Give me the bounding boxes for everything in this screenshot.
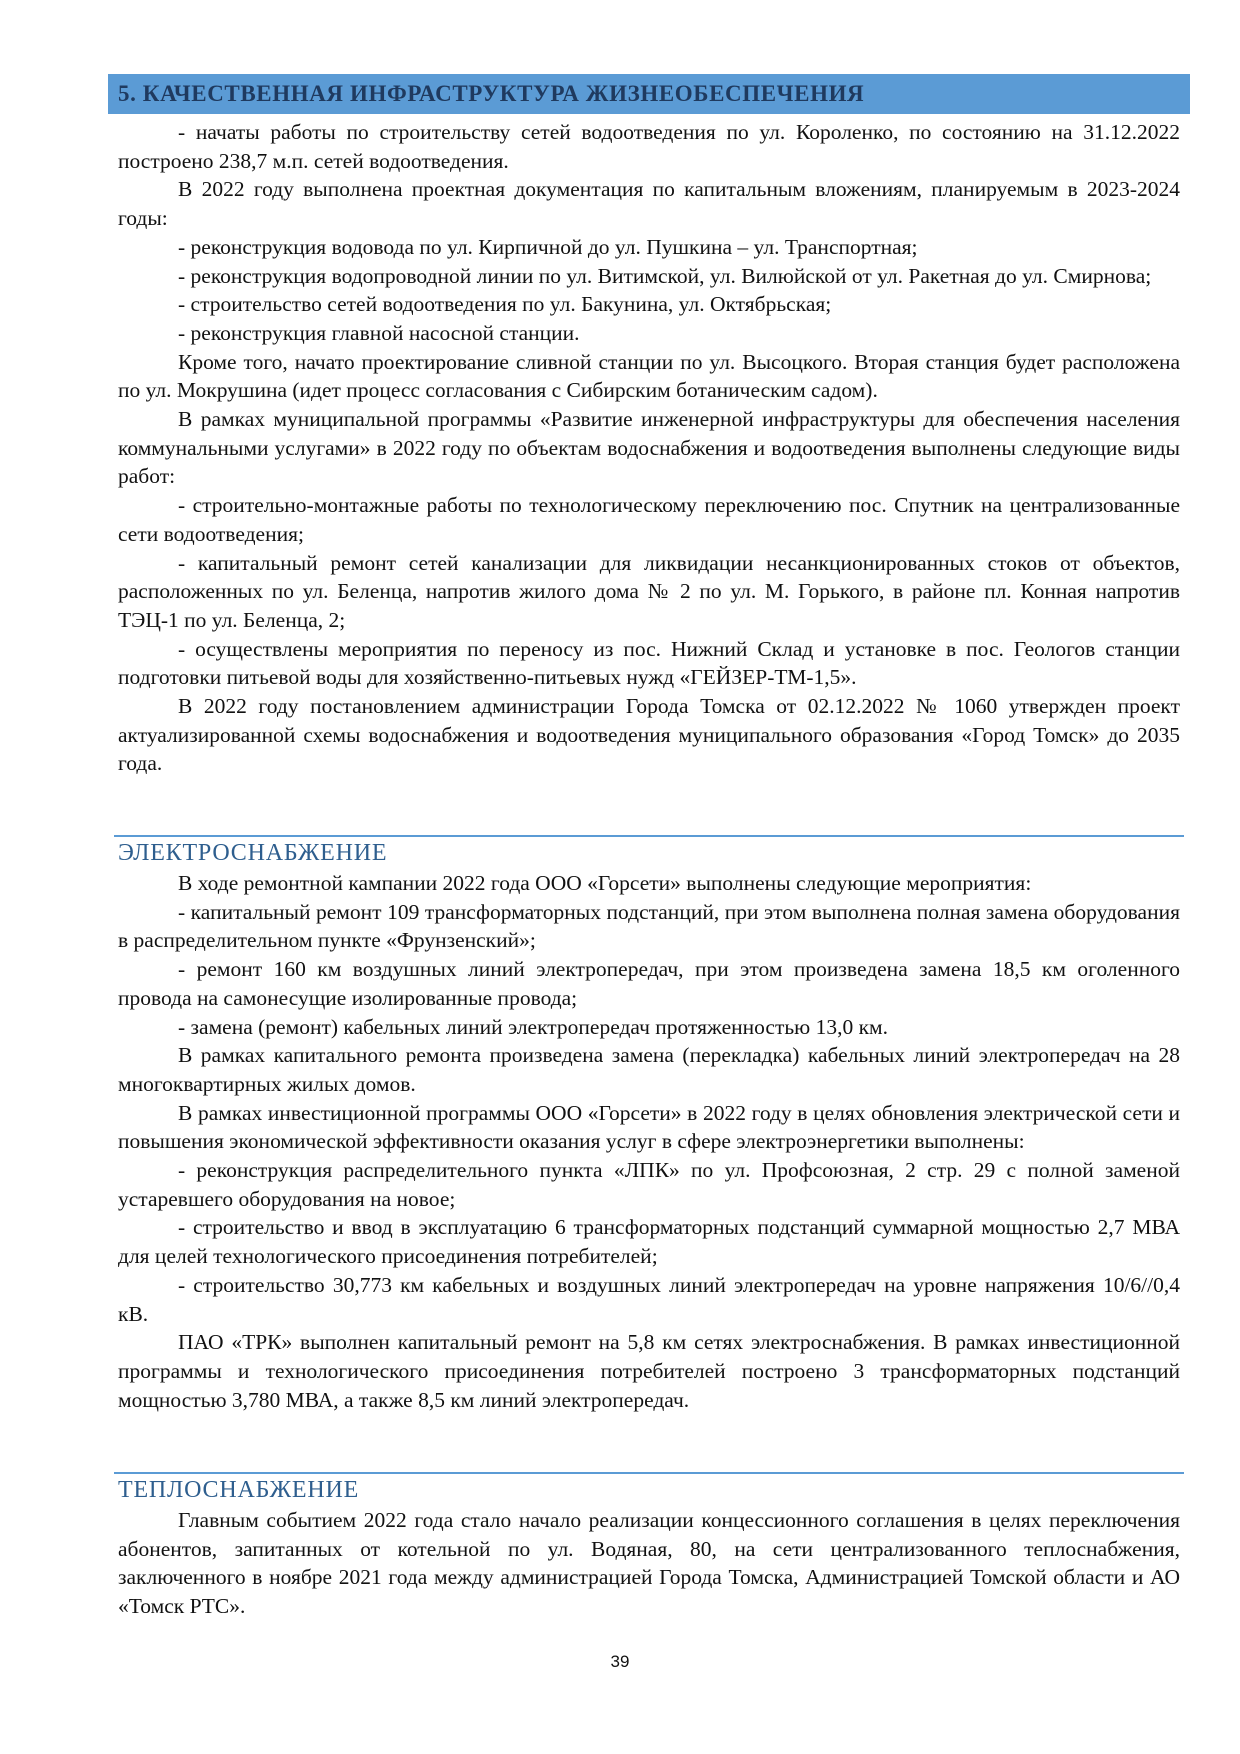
paragraph: - строительно-монтажные работы по технол… — [118, 493, 1180, 546]
electricity-section-body: В ходе ремонтной кампании 2022 года ООО … — [118, 869, 1180, 1414]
paragraph: В рамках муниципальной программы «Развит… — [118, 407, 1180, 489]
paragraph: Кроме того, начато проектирование сливно… — [118, 349, 1180, 403]
paragraph: - строительство и ввод в эксплуатацию 6 … — [118, 1215, 1180, 1269]
paragraph: - реконструкция водопроводной линии по у… — [178, 263, 1152, 288]
paragraph: - реконструкция распределительного пункт… — [118, 1158, 1180, 1211]
paragraph: - начаты работы по строительству сетей в… — [118, 120, 1180, 173]
page-number: 39 — [610, 1652, 630, 1671]
paragraph: - реконструкция главной насосной станции… — [178, 320, 580, 345]
paragraph: - реконструкция водовода по ул. Кирпично… — [178, 234, 918, 259]
paragraph: - строительство сетей водоотведения по у… — [178, 292, 832, 317]
heating-section-body: Главным событием 2022 года стало начало … — [118, 1506, 1180, 1621]
chapter-title: 5. КАЧЕСТВЕННАЯ ИНФРАСТРУКТУРА ЖИЗНЕОБЕС… — [118, 81, 865, 106]
water-section-body: - начаты работы по строительству сетей в… — [118, 118, 1180, 778]
paragraph: В 2022 году постановлением администрации… — [118, 694, 1180, 776]
paragraph: Главным событием 2022 года стало начало … — [118, 1508, 1180, 1619]
paragraph: В рамках инвестиционной программы ООО «Г… — [118, 1100, 1180, 1154]
paragraph: - строительство 30,773 км кабельных и во… — [118, 1272, 1180, 1326]
paragraph: В ходе ремонтной кампании 2022 года ООО … — [178, 871, 1032, 895]
chapter-header: 5. КАЧЕСТВЕННАЯ ИНФРАСТРУКТУРА ЖИЗНЕОБЕС… — [108, 74, 1190, 114]
section-title-electricity: ЭЛЕКТРОСНАБЖЕНИЕ — [118, 840, 388, 866]
paragraph: - осуществлены мероприятия по переносу и… — [118, 636, 1180, 690]
paragraph: В рамках капитального ремонта произведен… — [118, 1043, 1180, 1096]
paragraph: - замена (ремонт) кабельных линий электр… — [178, 1014, 889, 1039]
paragraph: - капитальный ремонт 109 трансформаторны… — [118, 899, 1180, 953]
section-divider — [114, 835, 1184, 837]
paragraph: - капитальный ремонт сетей канализации д… — [118, 550, 1180, 632]
paragraph: - ремонт 160 км воздушных линий электроп… — [118, 957, 1180, 1010]
section-title-heating: ТЕПЛОСНАБЖЕНИЕ — [118, 1477, 360, 1503]
paragraph: В 2022 году выполнена проектная документ… — [118, 177, 1180, 231]
section-divider — [114, 1472, 1184, 1474]
paragraph: ПАО «ТРК» выполнен капитальный ремонт на… — [118, 1330, 1180, 1412]
